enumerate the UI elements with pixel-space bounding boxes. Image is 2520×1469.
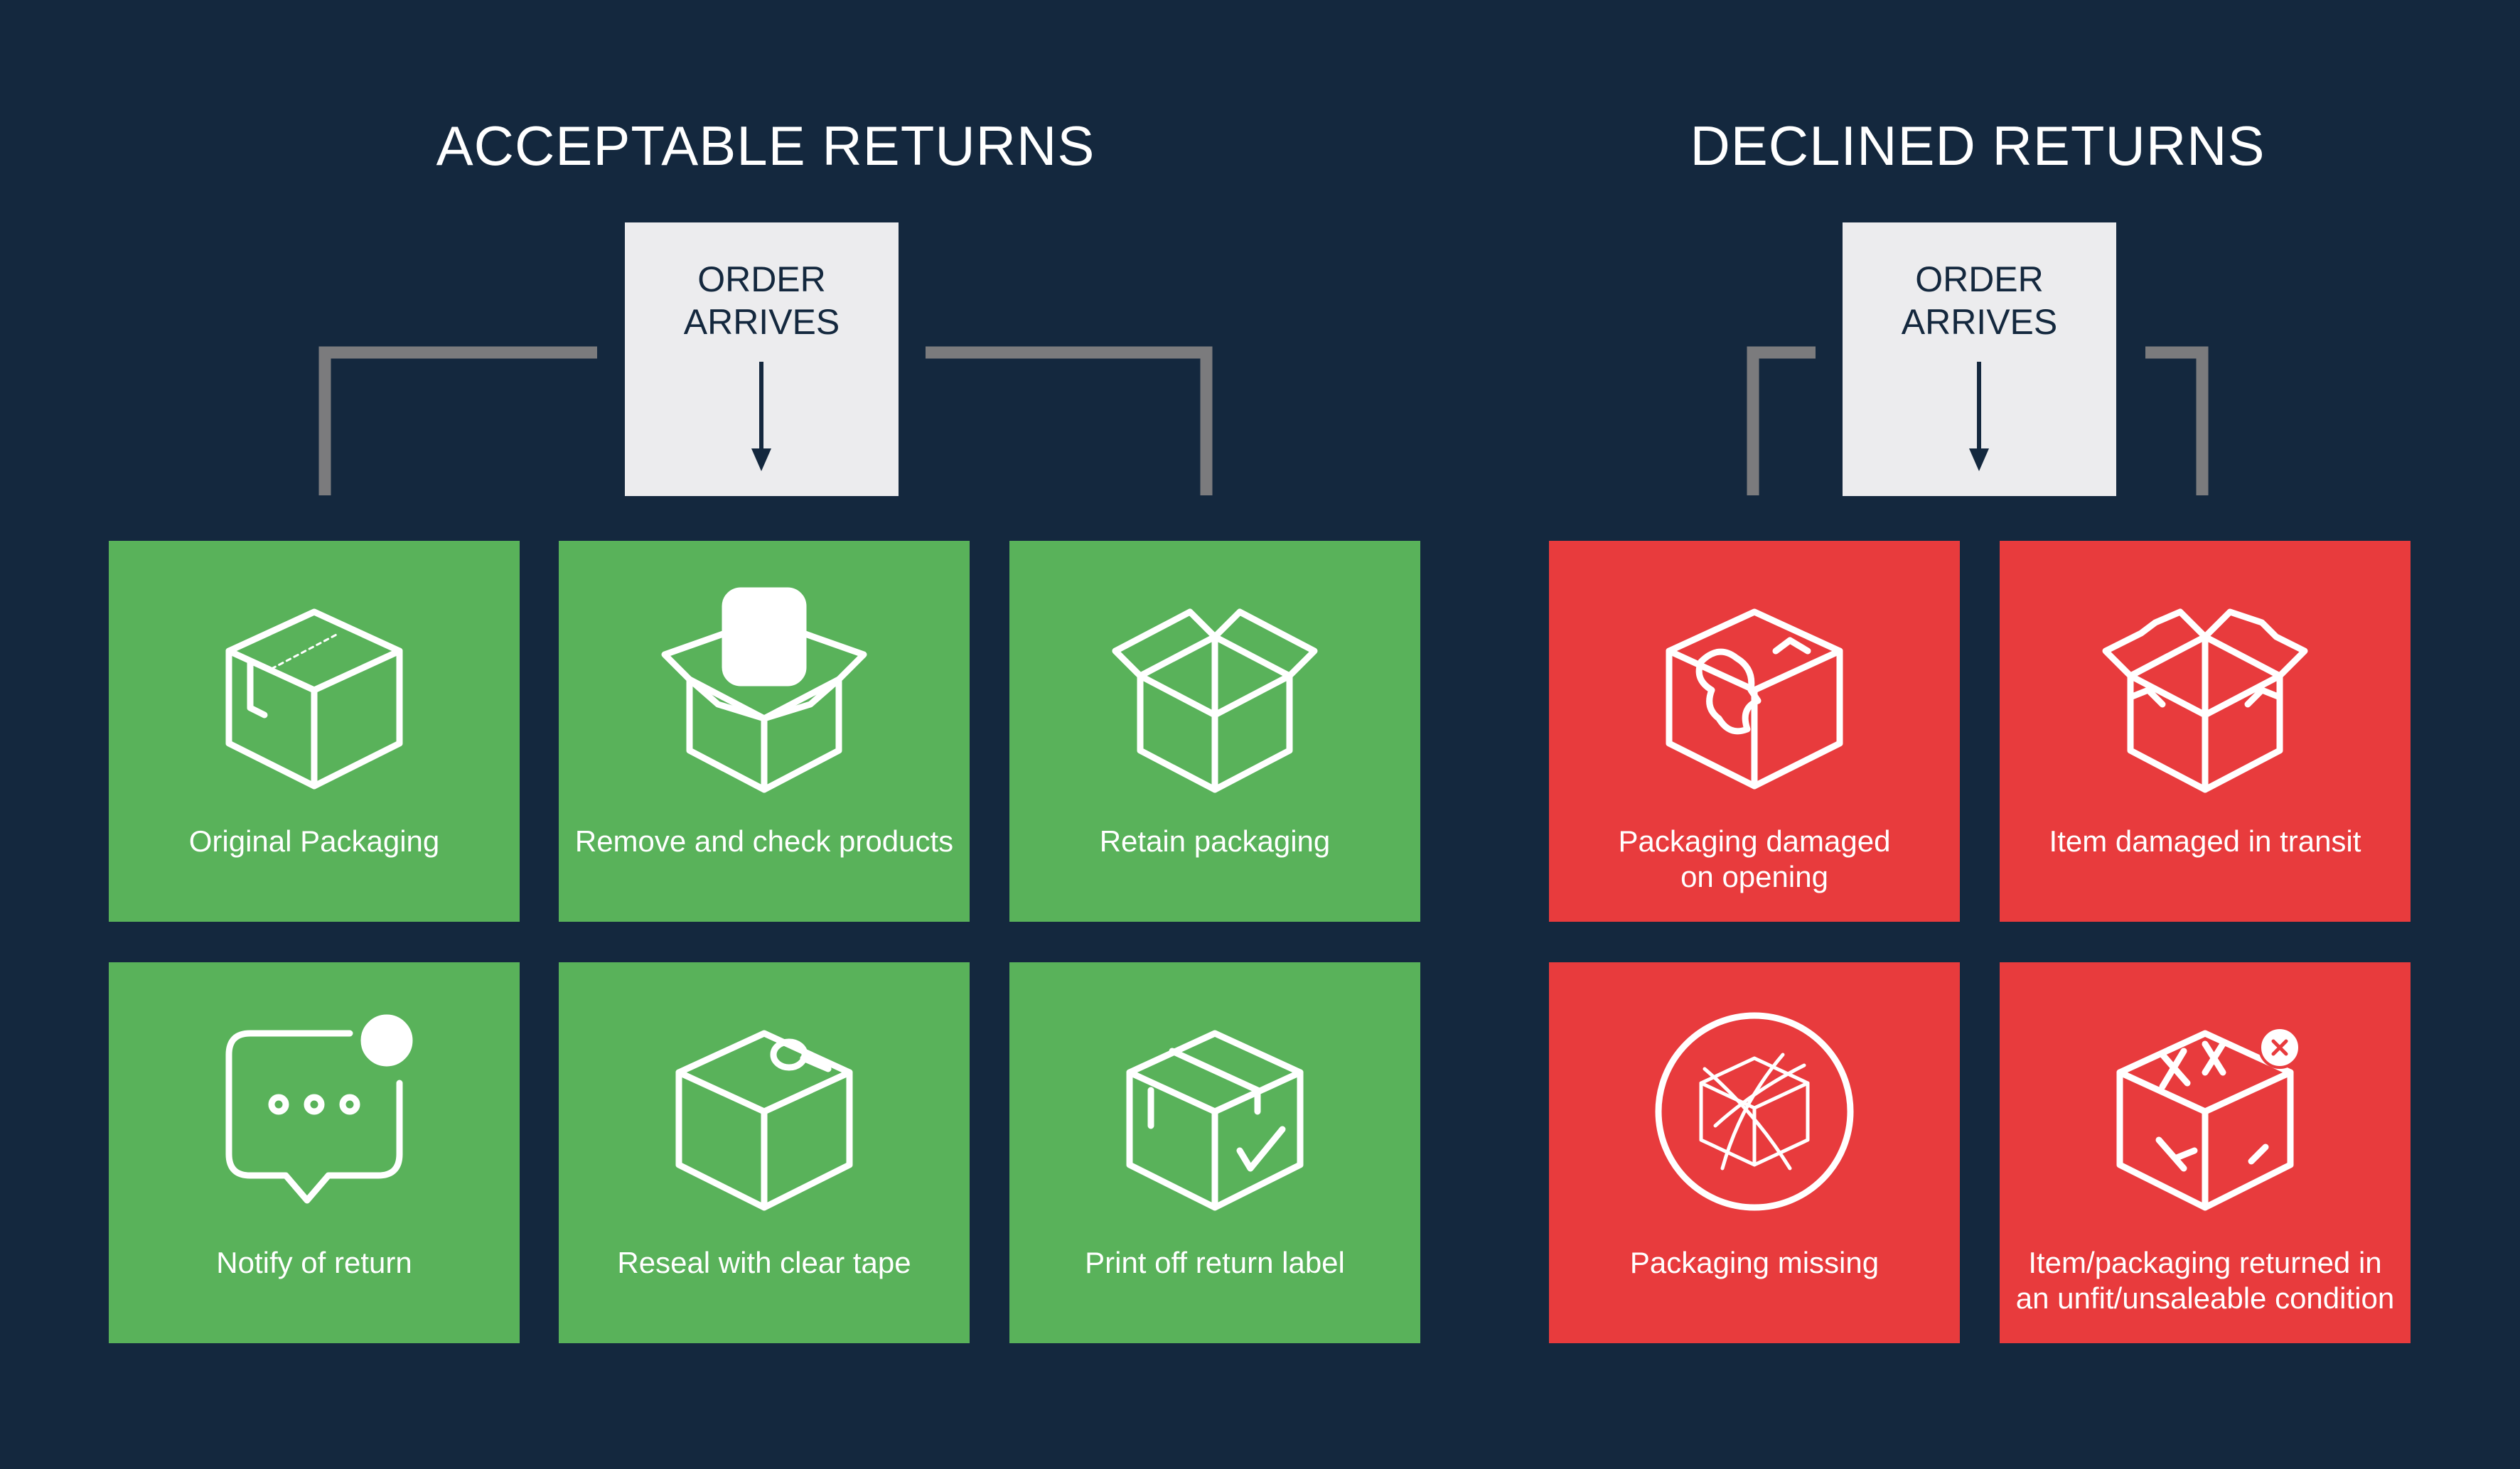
tile-label-line-1: Packaging damaged [1618, 824, 1891, 858]
declined-returns-title: DECLINED RETURNS [1690, 114, 2266, 177]
tile-reseal-with-clear-tape: Reseal with clear tape [559, 962, 970, 1343]
tile-notify-of-return: Notify of return [109, 962, 520, 1343]
tile-label: Original Packaging [188, 824, 440, 858]
damaged-box-icon [1666, 608, 1843, 790]
tape-roll-box-icon [675, 1030, 853, 1211]
order-line-1: ORDER [1915, 259, 2044, 299]
tile-label: Reseal with clear tape [617, 1246, 911, 1279]
tile-label: Retain packaging [1099, 824, 1331, 858]
declined-order-arrives-box: ORDER ARRIVES [1843, 222, 2116, 496]
tile-retain-packaging: Retain packaging [1009, 541, 1420, 922]
torn-open-box-icon [2102, 608, 2308, 793]
chat-notification-icon [225, 1014, 413, 1204]
tile-label-line-1: Item damaged in transit [2049, 824, 2361, 858]
missing-packaging-icon [1655, 1012, 1854, 1211]
order-line-2: ARRIVES [1901, 302, 2058, 342]
acceptable-returns-title: ACCEPTABLE RETURNS [436, 114, 1095, 177]
down-arrow-icon [1969, 362, 1989, 471]
tile-label: Remove and check products [574, 824, 954, 858]
tile-remove-and-check-products: Remove and check products [559, 541, 970, 922]
order-line-1: ORDER [697, 259, 826, 299]
tile-original-packaging: Original Packaging [109, 541, 520, 922]
taped-box-icon [225, 608, 403, 790]
acceptable-order-arrives-box: ORDER ARRIVES [625, 222, 899, 496]
tile-label-line-2: an unfit/unsaleable condition [2015, 1281, 2395, 1315]
tile-label: Print off return label [1085, 1246, 1345, 1279]
tile-packaging-missing: Packaging missing [1549, 962, 1960, 1343]
labelled-box-check-icon [1126, 1030, 1304, 1211]
tile-packaging-damaged-on-opening: Packaging damaged on opening [1549, 541, 1960, 922]
tile-label-line-1: Packaging missing [1629, 1246, 1880, 1279]
open-box-product-icon [661, 587, 867, 793]
down-arrow-icon [751, 362, 771, 471]
tile-unfit-unsaleable-condition: Item/packaging returned in an unfit/unsa… [2000, 962, 2411, 1343]
tile-label-line-2: on opening [1680, 860, 1828, 893]
tile-label-line-1: Item/packaging returned in [2028, 1246, 2382, 1279]
tile-print-off-return-label: Print off return label [1009, 962, 1420, 1343]
unfit-box-icon [2116, 1026, 2301, 1211]
tile-item-damaged-in-transit: Item damaged in transit [2000, 541, 2411, 922]
open-box-icon [1112, 608, 1318, 793]
order-line-2: ARRIVES [683, 302, 840, 342]
tile-label: Notify of return [216, 1246, 412, 1279]
